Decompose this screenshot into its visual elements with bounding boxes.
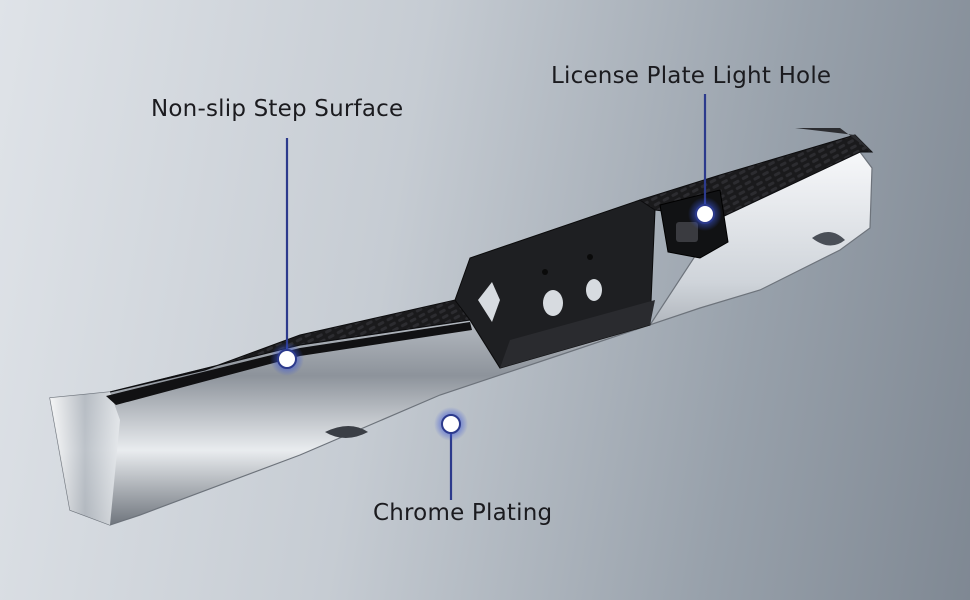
- callout-marker-chrome: [434, 407, 468, 441]
- step-right-end: [795, 128, 872, 152]
- mount-hole: [542, 269, 548, 275]
- callout-label-step-surface: Non-slip Step Surface: [151, 96, 404, 122]
- callout-label-chrome: Chrome Plating: [373, 500, 553, 526]
- chrome-bumper-face: [49, 151, 873, 526]
- chrome-end-cap-left: [50, 392, 120, 525]
- recess-slot: [478, 282, 500, 322]
- chrome-cutout: [325, 426, 368, 438]
- center-recess-floor: [500, 300, 655, 368]
- mount-hole: [543, 290, 563, 316]
- chrome-cutout: [812, 231, 845, 246]
- callout-label-license-plate: License Plate Light Hole: [551, 63, 832, 89]
- step-tread-left-lip: [106, 322, 472, 405]
- callout-marker-plate: [688, 197, 722, 231]
- mount-hole: [587, 254, 593, 260]
- mount-hole: [586, 279, 602, 301]
- callout-marker-step: [270, 342, 304, 376]
- license-plate-light-hole: [676, 222, 698, 242]
